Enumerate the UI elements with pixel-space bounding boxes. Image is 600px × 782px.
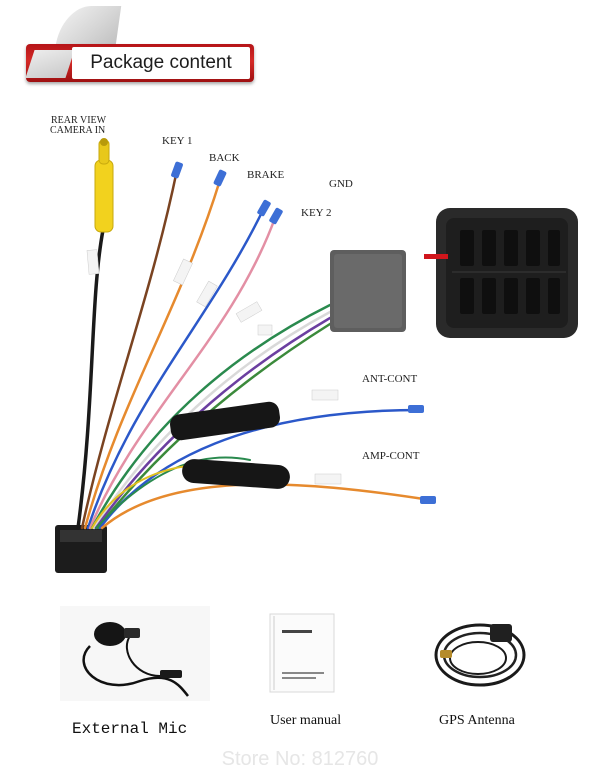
wire-tips [171, 161, 436, 504]
page-title: Package content [90, 52, 232, 73]
iso-connector-face [436, 208, 578, 338]
gps-antenna-icon [434, 623, 526, 687]
iso-plug [330, 250, 406, 332]
rca-camera-connector [94, 138, 114, 233]
label-ant-cont: ANT-CONT [362, 373, 418, 385]
manual-booklet-icon [269, 613, 335, 693]
caption-user-manual: User manual [270, 713, 342, 728]
label-amp-cont: AMP-CONT [362, 450, 420, 462]
label-back: BACK [209, 152, 240, 164]
label-key1: KEY 1 [162, 135, 193, 147]
store-watermark: Store No: 812760 [221, 748, 379, 770]
wiring-harness-illustration [55, 138, 578, 573]
label-brake: BRAKE [247, 169, 285, 181]
label-key2: KEY 2 [301, 207, 332, 219]
label-rear-view-line2: CAMERA IN [50, 125, 106, 136]
wire-tags [86, 249, 342, 485]
label-gnd: GND [329, 178, 353, 190]
amp-cont-fuse [182, 459, 290, 489]
label-rear-view-line1: REAR VIEW [51, 115, 107, 126]
banner-label-plate [72, 47, 250, 79]
ant-cont-fuse [170, 401, 280, 441]
caption-external-mic: External Mic [72, 720, 188, 738]
red-pin-marker [424, 254, 448, 259]
caption-gps-antenna: GPS Antenna [439, 713, 515, 728]
microphone-icon [60, 606, 210, 701]
harness-main-connector [55, 525, 107, 573]
